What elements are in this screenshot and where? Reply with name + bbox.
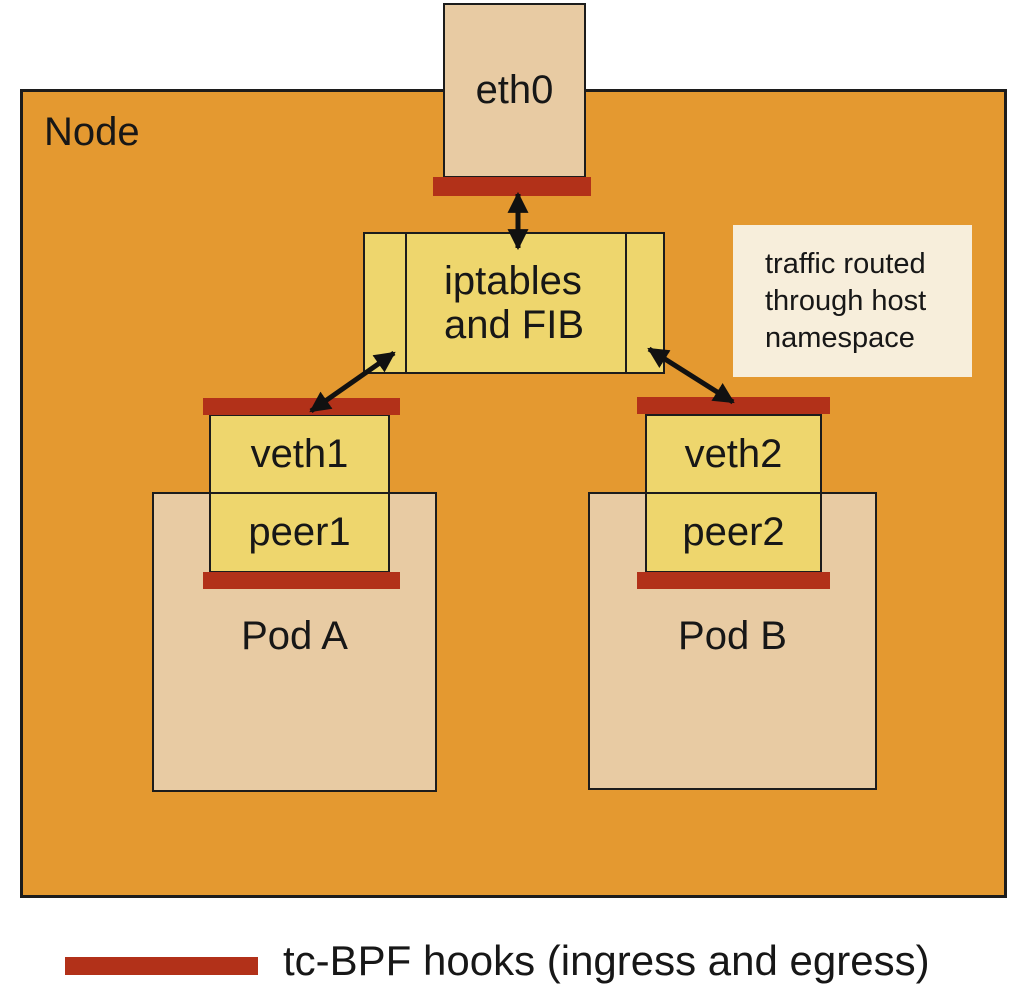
peer1-label: peer1 [248,510,351,554]
veth1-peer1-box: veth1 peer1 [209,414,390,573]
iptables-fib-label: iptables and FIB [443,259,585,347]
tc-bpf-hook-peer1 [203,572,400,589]
tc-bpf-hook-peer2 [637,572,830,589]
veth2-label: veth2 [647,416,820,494]
legend-hook-label: tc-BPF hooks (ingress and egress) [283,937,930,984]
iptables-left-divider [405,234,407,372]
veth1-label: veth1 [211,416,388,494]
veth2-peer2-box: veth2 peer2 [645,414,822,573]
pod-b-label: Pod B [678,614,787,658]
note-text: traffic routed through host namespace [765,247,927,354]
node-label: Node [44,110,140,154]
tc-bpf-hook-veth2 [637,397,830,414]
note-box: traffic routed through host namespace [733,225,972,377]
iptables-fib-box: iptables and FIB [363,232,665,374]
pod-a-label: Pod A [241,614,348,658]
peer2-label: peer2 [682,510,785,554]
eth0-interface-box: eth0 [443,3,586,178]
tc-bpf-hook-veth1 [203,398,400,415]
tc-bpf-hook-eth0 [433,177,591,196]
legend-hook-swatch [65,957,258,975]
iptables-right-divider [625,234,627,372]
eth0-label: eth0 [475,68,554,112]
